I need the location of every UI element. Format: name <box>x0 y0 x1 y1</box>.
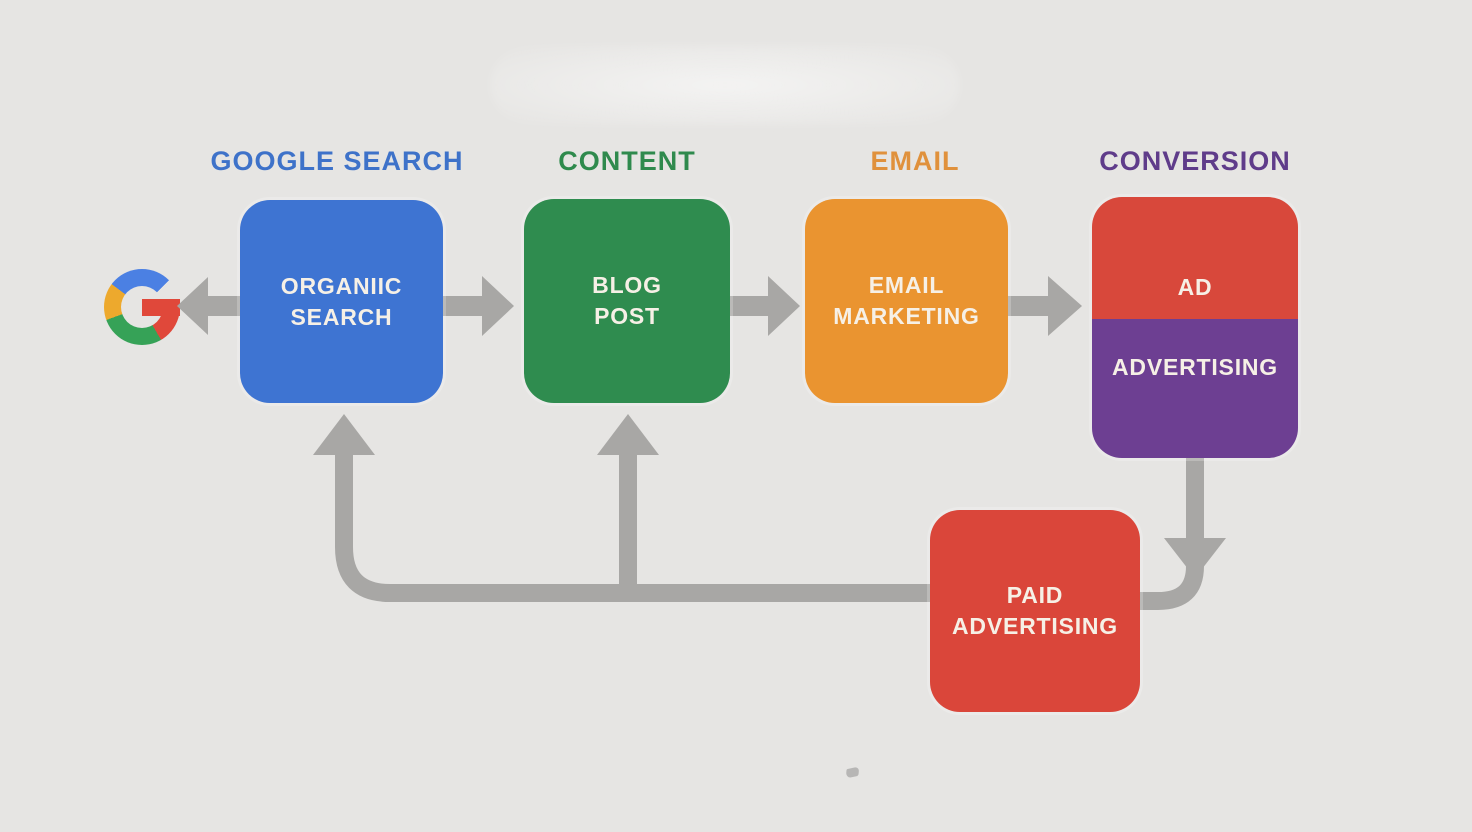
organic-search-box: ORGANIIC SEARCH <box>240 200 443 403</box>
arrowhead-right-email <box>768 276 800 336</box>
connector-arrowheads <box>177 276 1226 578</box>
paid-advertising-box: PAID ADVERTISING <box>930 510 1140 712</box>
conversion-box: AD ADVERTISING <box>1092 197 1298 458</box>
connector-lines <box>208 296 1204 610</box>
organic-search-label-line2: SEARCH <box>290 303 393 330</box>
ad-label: AD <box>1177 274 1213 300</box>
paid-advertising-label-line2: ADVERTISING <box>952 613 1118 639</box>
paid-advertising-label-line1: PAID <box>1006 582 1064 608</box>
blog-post-label-line1: BLOG <box>592 272 662 298</box>
arrowhead-right-conversion <box>1048 276 1082 336</box>
google-logo <box>104 269 180 345</box>
header-content: CONTENT <box>558 146 696 176</box>
feedback-line-to-organic <box>335 453 930 602</box>
google-g-bar <box>142 299 180 316</box>
ad-segment: AD <box>1092 197 1298 319</box>
email-marketing-box: EMAIL MARKETING <box>805 199 1008 403</box>
arrowhead-down-advertising <box>1164 538 1226 578</box>
arrowhead-right-blog <box>482 276 514 336</box>
header-conversion: CONVERSION <box>1099 146 1291 176</box>
header-email: EMAIL <box>870 146 960 176</box>
blog-post-label-line2: POST <box>594 303 660 329</box>
advertising-label: ADVERTISING <box>1112 354 1278 380</box>
advertising-segment: ADVERTISING <box>1092 319 1298 458</box>
blog-post-box: BLOG POST <box>524 199 730 403</box>
arrowhead-up-organic <box>313 414 375 455</box>
arrowhead-left-google <box>177 277 208 335</box>
header-google-search: GOOGLE SEARCH <box>210 146 464 176</box>
email-marketing-label-line1: EMAIL <box>868 272 945 298</box>
faded-watermark <box>490 45 960 125</box>
arrowhead-up-blog <box>597 414 659 455</box>
email-marketing-label-line2: MARKETING <box>833 303 980 329</box>
organic-search-label-line1: ORGANIIC <box>280 272 403 299</box>
